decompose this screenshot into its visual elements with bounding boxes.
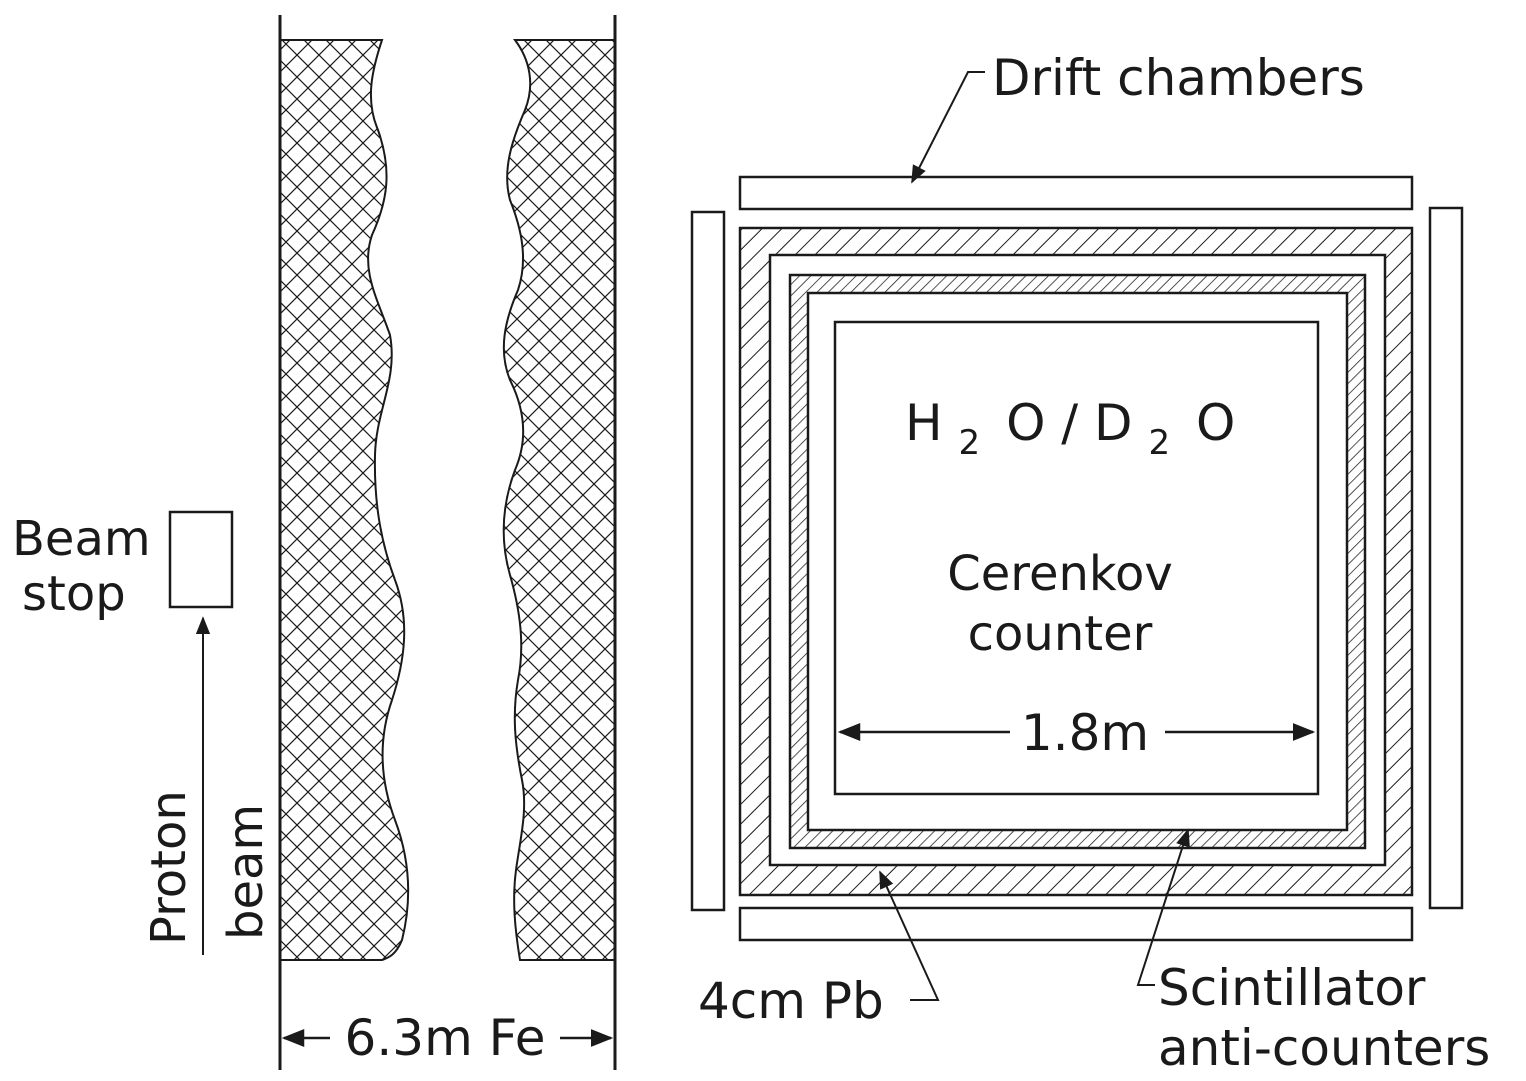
- target-end: O: [1196, 394, 1235, 452]
- shield-left-fill: [279, 39, 410, 961]
- drift-chambers: [690, 175, 1464, 942]
- target-label-text: H 2 O / D 2 O: [905, 394, 1235, 466]
- inner-width-label: 1.8m: [1021, 704, 1149, 762]
- drift-chamber-right: [1428, 206, 1464, 910]
- proton-beam-group: Proton beam: [141, 616, 274, 955]
- cerenkov-label-line2: counter: [968, 606, 1153, 662]
- lead-layer: [738, 226, 1414, 897]
- target-h: H: [905, 394, 943, 452]
- scintillator-label-line2: anti-counters: [1158, 1019, 1490, 1077]
- scintillator-callout: Scintillator anti-counters: [1136, 828, 1490, 1077]
- drift-chamber-bottom: [738, 906, 1414, 942]
- scintillator-layer: [788, 273, 1367, 850]
- target-label: H 2 O / D 2 O: [905, 394, 1235, 466]
- drift-chamber-top: [738, 175, 1414, 211]
- target-mid: O / D: [1006, 394, 1133, 452]
- lead-leader: [879, 870, 940, 1001]
- drift-chambers-leader: [911, 71, 985, 184]
- proton-beam-label-line2: beam: [218, 804, 274, 940]
- drift-chamber-left: [690, 210, 726, 912]
- cerenkov-label-line1: Cerenkov: [947, 546, 1173, 602]
- beam-stop-box: [168, 510, 234, 609]
- proton-beam-label-line1: Proton: [141, 790, 197, 945]
- beam-stop-label-line2: stop: [22, 566, 126, 622]
- target-sub1: 2: [959, 423, 981, 463]
- shield-right-fill: [502, 39, 616, 961]
- cerenkov-counter: [833, 320, 1320, 796]
- inner-width-dimension: 1.8m: [837, 704, 1316, 762]
- scintillator-label-line1: Scintillator: [1158, 959, 1426, 1017]
- lead-callout: 4cm Pb: [698, 870, 940, 1030]
- lead-label: 4cm Pb: [698, 972, 884, 1030]
- beam-stop-label-line1: Beam: [12, 511, 151, 567]
- shield-length-label: 6.3m Fe: [345, 1009, 546, 1067]
- scintillator-leader: [1136, 828, 1190, 986]
- iron-shield: 6.3m Fe: [278, 15, 617, 1070]
- target-sub2: 2: [1148, 423, 1170, 463]
- drift-chambers-label: Drift chambers: [992, 49, 1365, 107]
- drift-chambers-callout: Drift chambers: [911, 49, 1365, 184]
- beam-stop-group: Beam stop: [12, 510, 234, 622]
